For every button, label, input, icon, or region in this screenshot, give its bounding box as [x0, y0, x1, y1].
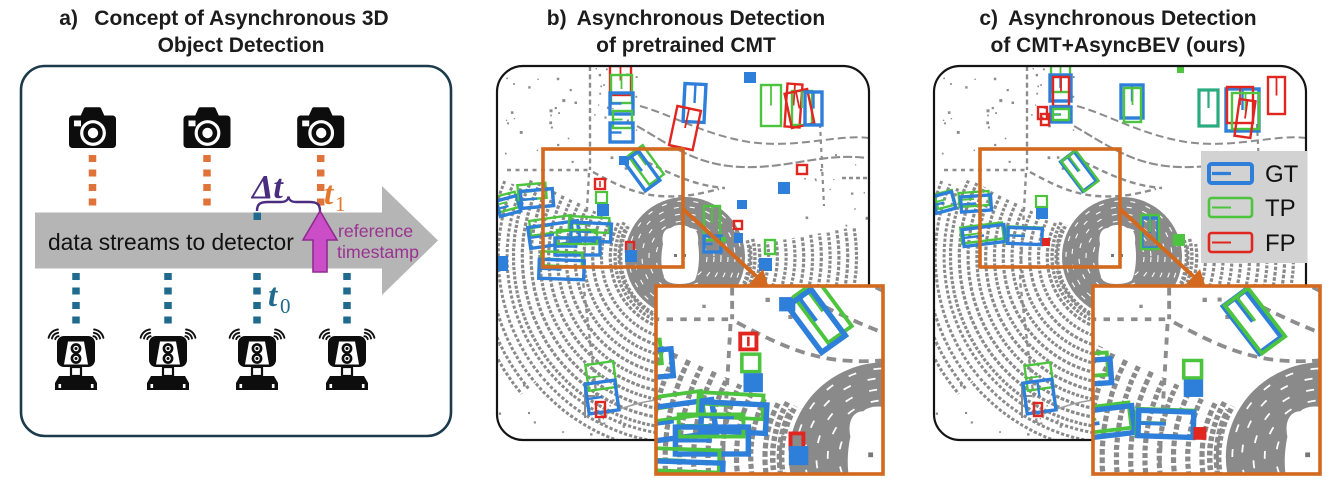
svg-text:0: 0	[280, 294, 291, 318]
svg-text:Δt: Δt	[250, 169, 284, 206]
svg-text:b) Asynchronous Detection: b) Asynchronous Detection	[547, 7, 825, 30]
svg-text:a) Concept of Asynchronous 3D: a) Concept of Asynchronous 3D	[59, 7, 388, 30]
svg-text:Object Detection: Object Detection	[158, 34, 325, 57]
svg-text:data streams to detector: data streams to detector	[48, 229, 294, 255]
svg-text:t: t	[324, 176, 334, 212]
svg-text:of CMT+AsyncBEV (ours): of CMT+AsyncBEV (ours)	[991, 34, 1246, 57]
svg-text:TP: TP	[1265, 195, 1296, 222]
svg-text:1: 1	[335, 192, 346, 216]
svg-text:c) Asynchronous Detection: c) Asynchronous Detection	[979, 7, 1256, 30]
svg-text:of pretrained CMT: of pretrained CMT	[596, 34, 776, 57]
svg-text:timestamp: timestamp	[337, 242, 419, 262]
svg-text:reference: reference	[338, 221, 413, 241]
svg-text:GT: GT	[1265, 161, 1299, 188]
svg-text:t: t	[268, 278, 278, 314]
svg-text:FP: FP	[1265, 230, 1296, 257]
